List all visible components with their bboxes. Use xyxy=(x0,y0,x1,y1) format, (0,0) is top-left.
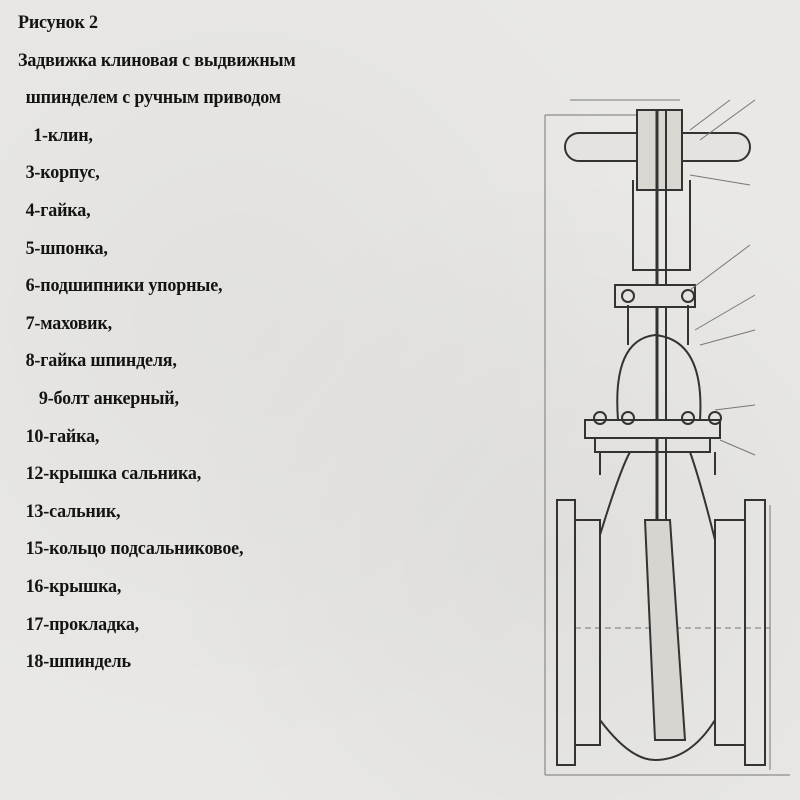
part-item: 6-подшипники упорные, xyxy=(25,275,223,297)
part-item: 16-крышка, xyxy=(25,575,122,597)
part-item: 18-шпиндель xyxy=(25,651,131,673)
part-item: 10-гайка, xyxy=(25,425,100,447)
part-item: 9-болт анкерный, xyxy=(38,387,179,409)
figure-text: Рисунок 2 Задвижка клиновая с выдвижным … xyxy=(18,4,296,681)
gland xyxy=(614,284,696,345)
part-item: 5-шпонка, xyxy=(25,237,108,259)
part-item: 12-крышка сальника, xyxy=(25,463,202,485)
bonnet xyxy=(584,333,722,475)
part-item: 7-маховик, xyxy=(25,312,113,334)
valve-body xyxy=(556,451,766,766)
leader-lines xyxy=(689,99,756,456)
part-item: 3-корпус, xyxy=(25,162,100,184)
caption-line-2: шпинделем с ручным приводом xyxy=(25,87,282,109)
part-item: 1-клин, xyxy=(33,124,93,146)
part-item: 8-гайка шпинделя, xyxy=(25,350,177,372)
caption-line-1: Задвижка клиновая с выдвижным xyxy=(18,49,296,71)
figure-title: Рисунок 2 xyxy=(18,12,98,33)
part-item: 4-гайка, xyxy=(25,199,91,221)
dimension-lines xyxy=(544,99,790,776)
part-item: 13-сальник, xyxy=(25,500,121,522)
part-item: 15-кольцо подсальниковое, xyxy=(25,538,244,560)
part-item: 17-прокладка, xyxy=(25,613,140,635)
